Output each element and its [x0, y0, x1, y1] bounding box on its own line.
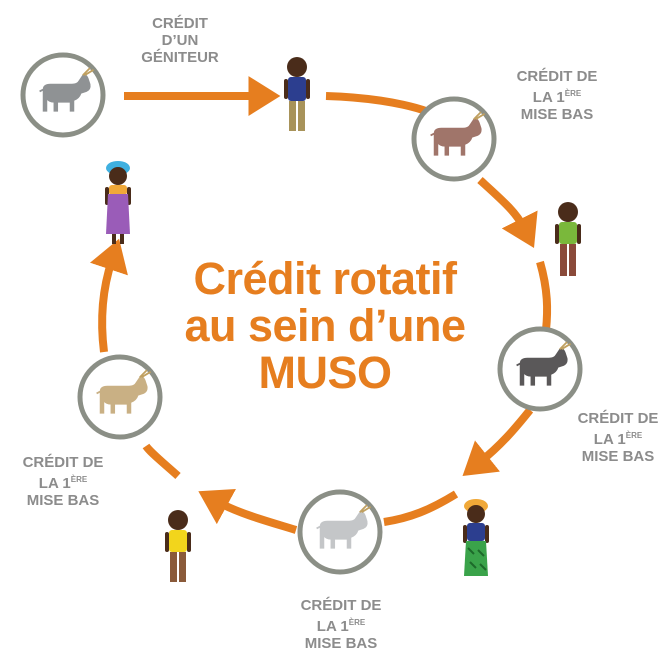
label-line: LA 1ÈRE: [502, 85, 612, 106]
person-icon-1: [284, 57, 310, 131]
label-line: CRÉDIT DE: [300, 597, 382, 614]
label-line: LA 1ÈRE: [568, 427, 668, 448]
label-line: MISE BAS: [304, 635, 378, 652]
arrow-arc-2: [477, 177, 538, 249]
label-superscript: ÈRE: [70, 475, 88, 484]
goat-circle-1: [20, 52, 106, 138]
label-line: MISE BAS: [26, 492, 100, 509]
title-line-1: Crédit rotatif: [193, 253, 458, 304]
label-superscript: ÈRE: [564, 89, 582, 98]
label-line: CRÉDIT DE: [577, 410, 659, 427]
label-left: CRÉDIT DE LA 1ÈRE MISE BAS: [8, 454, 118, 509]
title-line-2: au sein d’une: [184, 300, 466, 351]
label-line: LA 1ÈRE: [8, 471, 118, 492]
label-line: GÉNITEUR: [141, 49, 219, 66]
title-line-3: MUSO: [258, 347, 393, 398]
label-line: MISE BAS: [520, 106, 594, 123]
label-line: MISE BAS: [581, 448, 655, 465]
goat-circle-2: [411, 96, 497, 182]
arrow-arc-3: [536, 260, 552, 331]
label-line: CRÉDIT DE: [516, 68, 598, 85]
label-text: LA 1: [38, 475, 71, 492]
label-superscript: ÈRE: [348, 618, 366, 627]
label-lower-right: CRÉDIT DE LA 1ÈRE MISE BAS: [568, 410, 668, 465]
label-superscript: ÈRE: [625, 431, 643, 440]
label-text: LA 1: [593, 431, 626, 448]
label-line: CRÉDIT: [152, 15, 208, 32]
arrow-arc-4: [462, 407, 534, 476]
person-icon-2: [555, 202, 581, 276]
label-line: CRÉDIT DE: [22, 454, 104, 471]
person-icon-4: [165, 510, 191, 582]
person-icon-5: [105, 161, 131, 244]
arrow-arc-7: [142, 443, 181, 479]
arrow-arc-6: [198, 489, 298, 534]
arrow-arc-8: [89, 238, 128, 353]
label-text: LA 1: [316, 618, 349, 635]
goat-circle-4: [297, 489, 383, 575]
label-bottom: CRÉDIT DE LA 1ÈRE MISE BAS: [286, 597, 396, 652]
diagram-title: Crédit rotatif au sein d’une MUSO: [140, 255, 510, 396]
label-upper-right: CRÉDIT DE LA 1ÈRE MISE BAS: [502, 68, 612, 123]
label-text: LA 1: [532, 89, 565, 106]
person-icon-3: [463, 499, 489, 576]
label-top: CRÉDIT D’UN GÉNITEUR: [130, 15, 230, 66]
arrow-arc-5: [383, 490, 459, 526]
label-line: D’UN: [161, 32, 199, 49]
goat-circle-5: [77, 354, 163, 440]
label-line: LA 1ÈRE: [286, 614, 396, 635]
goat-circle-3: [497, 326, 583, 412]
